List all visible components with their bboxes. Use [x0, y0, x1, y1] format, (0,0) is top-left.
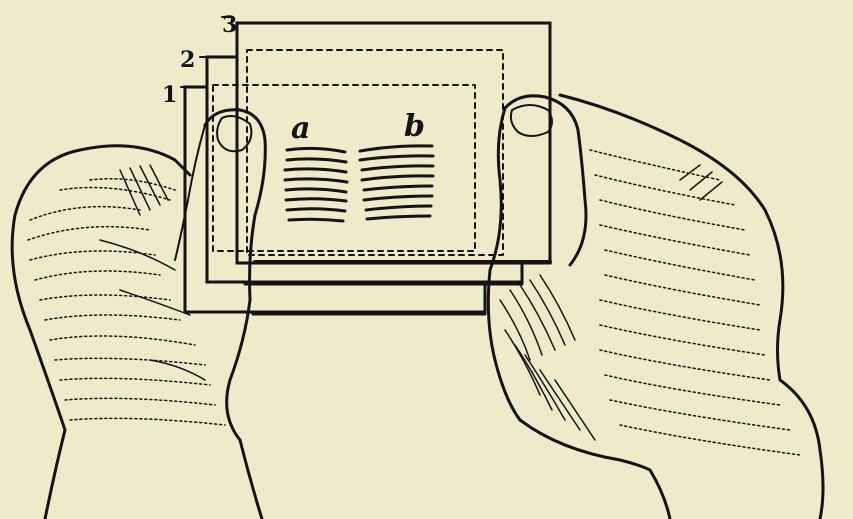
sample-a-label: a: [291, 111, 310, 146]
sample-b-label: b: [404, 109, 425, 144]
plate-3-label: 3: [222, 12, 237, 38]
plate-2-label: 2: [180, 47, 195, 73]
plate-1-label: 1: [162, 82, 177, 108]
